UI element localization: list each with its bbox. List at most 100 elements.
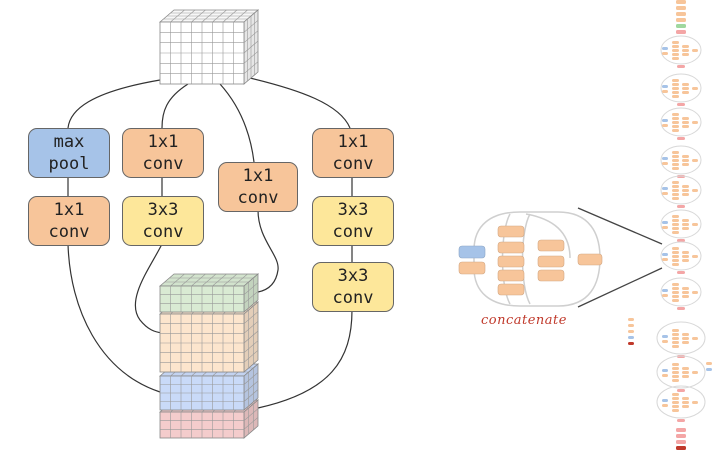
module-10-a-0 (672, 393, 679, 396)
module-2-c (692, 121, 698, 124)
module-1-a-2 (672, 87, 679, 90)
tail-block-0 (676, 428, 686, 432)
module-9-a-4 (672, 379, 679, 382)
module-1-a-0 (672, 79, 679, 82)
module-0-a-3 (672, 53, 679, 56)
connection-lines (67, 77, 353, 409)
network-module-5 (660, 209, 702, 239)
module-9-b-2 (682, 375, 689, 378)
module-9-pool (662, 369, 668, 372)
zoom-block-branch-b-2 (537, 269, 565, 282)
aux-right-block-0 (706, 362, 712, 365)
op-label-line2: conv (142, 154, 184, 174)
module-5-concat (677, 239, 685, 242)
module-4-a-1 (672, 185, 679, 188)
concatenate-label: concatenate (481, 313, 567, 328)
zoom-block-branch-b-1 (537, 255, 565, 268)
module-10-a-1 (672, 397, 679, 400)
grid-line (212, 273, 227, 287)
op-label-line1: 1x1 (242, 166, 274, 186)
op-label-line2: conv (48, 222, 90, 242)
module-7-concat (677, 307, 685, 310)
zoom-block-branch-a-2 (497, 255, 525, 268)
output-tensor-concat (158, 273, 260, 439)
module-3-pool-conv (662, 162, 668, 165)
module-8-b-2 (682, 341, 689, 344)
module-3-a-0 (672, 151, 679, 154)
stem-block-2 (676, 12, 686, 16)
module-2-pool-conv (662, 124, 668, 127)
grid-line (243, 291, 259, 304)
grid-line (243, 321, 259, 334)
module-0-a-0 (672, 41, 679, 44)
network-module-3 (660, 145, 702, 175)
module-9-pool-conv (662, 374, 668, 377)
module-1-a-4 (672, 95, 679, 98)
grid-line (201, 273, 217, 287)
module-5-a-4 (672, 231, 679, 234)
module-10-pool (662, 399, 668, 402)
module-5-b-0 (682, 219, 689, 222)
module-10-b-0 (682, 397, 689, 400)
module-9-b-1 (682, 371, 689, 374)
zoom-inner-2 (525, 213, 571, 259)
module-7-b-1 (682, 291, 689, 294)
module-1-a-3 (672, 91, 679, 94)
module-5-b-1 (682, 223, 689, 226)
grid-line (243, 380, 259, 394)
module-8-a-4 (672, 345, 679, 348)
module-8-c (692, 337, 698, 340)
zoom-blocks (458, 225, 603, 296)
module-8-a-3 (672, 341, 679, 344)
module-2-b-0 (682, 117, 689, 120)
input-tensor-cube (158, 9, 260, 85)
zoom-callout (458, 207, 663, 308)
tail-block-2 (676, 440, 686, 444)
branch3-3x3-conv-box-2: 3x3 conv (312, 262, 394, 312)
module-2-b-1 (682, 121, 689, 124)
edge-b1-out (134, 243, 163, 334)
module-1-b-1 (682, 87, 689, 90)
module-0-b-0 (682, 45, 689, 48)
module-8-a-1 (672, 333, 679, 336)
grid-line (180, 273, 196, 287)
module-6-a-0 (672, 247, 679, 250)
grid-line (243, 340, 259, 353)
aux-right-block-1 (706, 368, 712, 371)
stem-block-green (676, 24, 686, 28)
output-layer-branch2 (158, 273, 260, 313)
module-5-b-2 (682, 227, 689, 230)
module-0-pool (662, 47, 668, 50)
module-3-b-2 (682, 163, 689, 166)
module-6-a-3 (672, 259, 679, 262)
module-1-pool-conv (662, 90, 668, 93)
module-4-c (692, 189, 698, 192)
module-5-pool (662, 221, 668, 224)
grid-line (191, 273, 206, 287)
module-4-b-2 (682, 193, 689, 196)
aux-block-2 (628, 330, 634, 333)
module-1-a-1 (672, 83, 679, 86)
module-7-a-1 (672, 287, 679, 290)
aux-block-1 (628, 324, 634, 327)
module-2-a-2 (672, 121, 679, 124)
op-label-line2: conv (237, 188, 279, 208)
zoom-block-branch-a-0 (497, 225, 525, 238)
module-4-a-3 (672, 193, 679, 196)
module-0-c (692, 49, 698, 52)
module-2-a-3 (672, 125, 679, 128)
zoom-block-branch-a-3 (497, 269, 525, 282)
network-module-10 (656, 385, 706, 419)
op-label-line1: 1x1 (53, 200, 85, 220)
module-6-pool (662, 253, 668, 256)
module-0-concat (677, 65, 685, 68)
module-2-pool (662, 119, 668, 122)
op-label-line1: 3x3 (337, 200, 369, 220)
network-module-0 (660, 35, 702, 65)
stem-block-red (676, 30, 686, 34)
module-8-b-1 (682, 337, 689, 340)
aux-block-red (628, 342, 634, 345)
module-4-b-1 (682, 189, 689, 192)
module-6-concat (677, 271, 685, 274)
